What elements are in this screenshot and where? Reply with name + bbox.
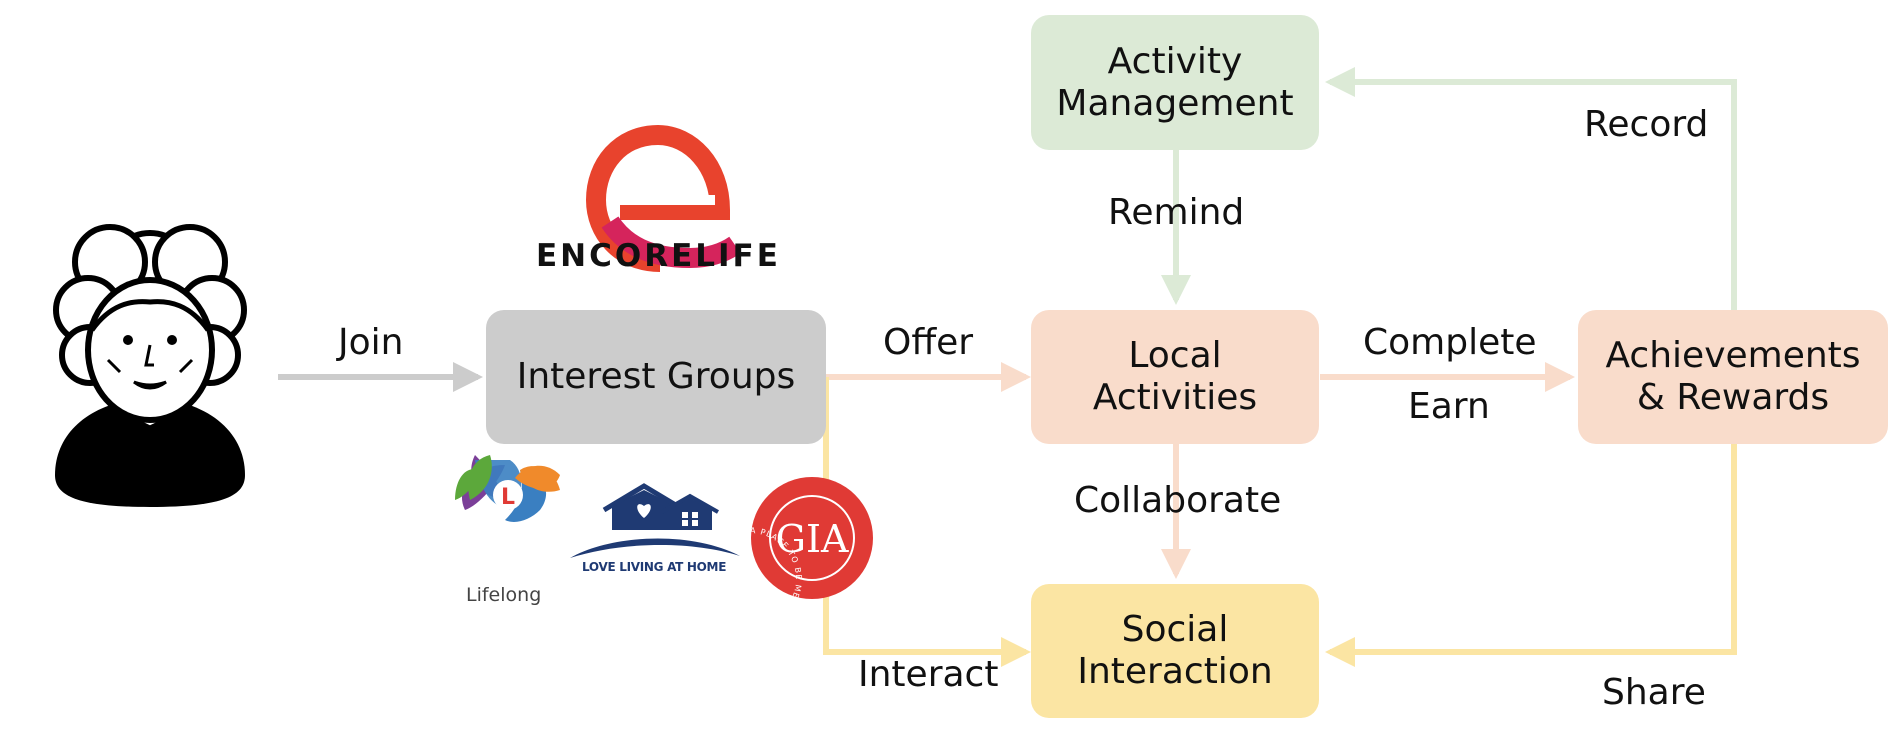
encorelife-wordmark: ENCORELIFE: [536, 238, 781, 274]
edge-label-record: Record: [1584, 104, 1709, 145]
gia-logo-text: GIA: [776, 517, 849, 561]
edge-interact: [823, 377, 1031, 667]
activity-management-line2: Management: [1056, 82, 1294, 124]
achievements-line1: Achievements: [1605, 335, 1861, 376]
edge-record: [1325, 67, 1737, 310]
node-local-activities: Local Activities: [1031, 310, 1319, 444]
encorelife-logo: [585, 124, 741, 272]
edge-label-remind: Remind: [1108, 192, 1245, 233]
node-social-interaction: Social Interaction: [1031, 584, 1319, 718]
local-activities-line2: Activities: [1092, 377, 1258, 418]
social-interaction-line2: Interaction: [1077, 651, 1273, 692]
lifelong-logo: L: [455, 455, 560, 522]
local-activities-line1: Local: [1128, 335, 1222, 376]
node-activity-management: Activity Management: [1031, 15, 1319, 150]
edge-label-share: Share: [1602, 672, 1706, 713]
edge-label-interact: Interact: [858, 654, 999, 695]
node-achievements-rewards: Achievements & Rewards: [1578, 310, 1888, 444]
lifelong-wordmark: Lifelong: [466, 584, 542, 606]
edge-label-join: Join: [338, 322, 404, 363]
love-living-at-home-logo: [570, 483, 740, 558]
love-living-wordmark: LOVE LIVING AT HOME: [582, 560, 727, 574]
elderly-woman-icon: [53, 224, 247, 507]
achievements-line2: & Rewards: [1636, 377, 1830, 418]
edge-label-earn: Earn: [1408, 386, 1490, 427]
edge-label-collaborate: Collaborate: [1074, 480, 1282, 521]
social-interaction-line1: Social: [1121, 609, 1229, 650]
svg-text:L: L: [501, 485, 515, 510]
edge-share: [1325, 444, 1737, 667]
activity-management-line1: Activity: [1107, 40, 1243, 82]
interest-groups-label: Interest Groups: [516, 356, 796, 397]
edge-label-complete: Complete: [1363, 322, 1537, 363]
edge-label-offer: Offer: [883, 322, 974, 363]
gia-logo: A PLACE TO BE ME · UNITY THROUGH DIVERSI…: [697, 477, 873, 632]
node-interest-groups: Interest Groups: [486, 310, 826, 444]
